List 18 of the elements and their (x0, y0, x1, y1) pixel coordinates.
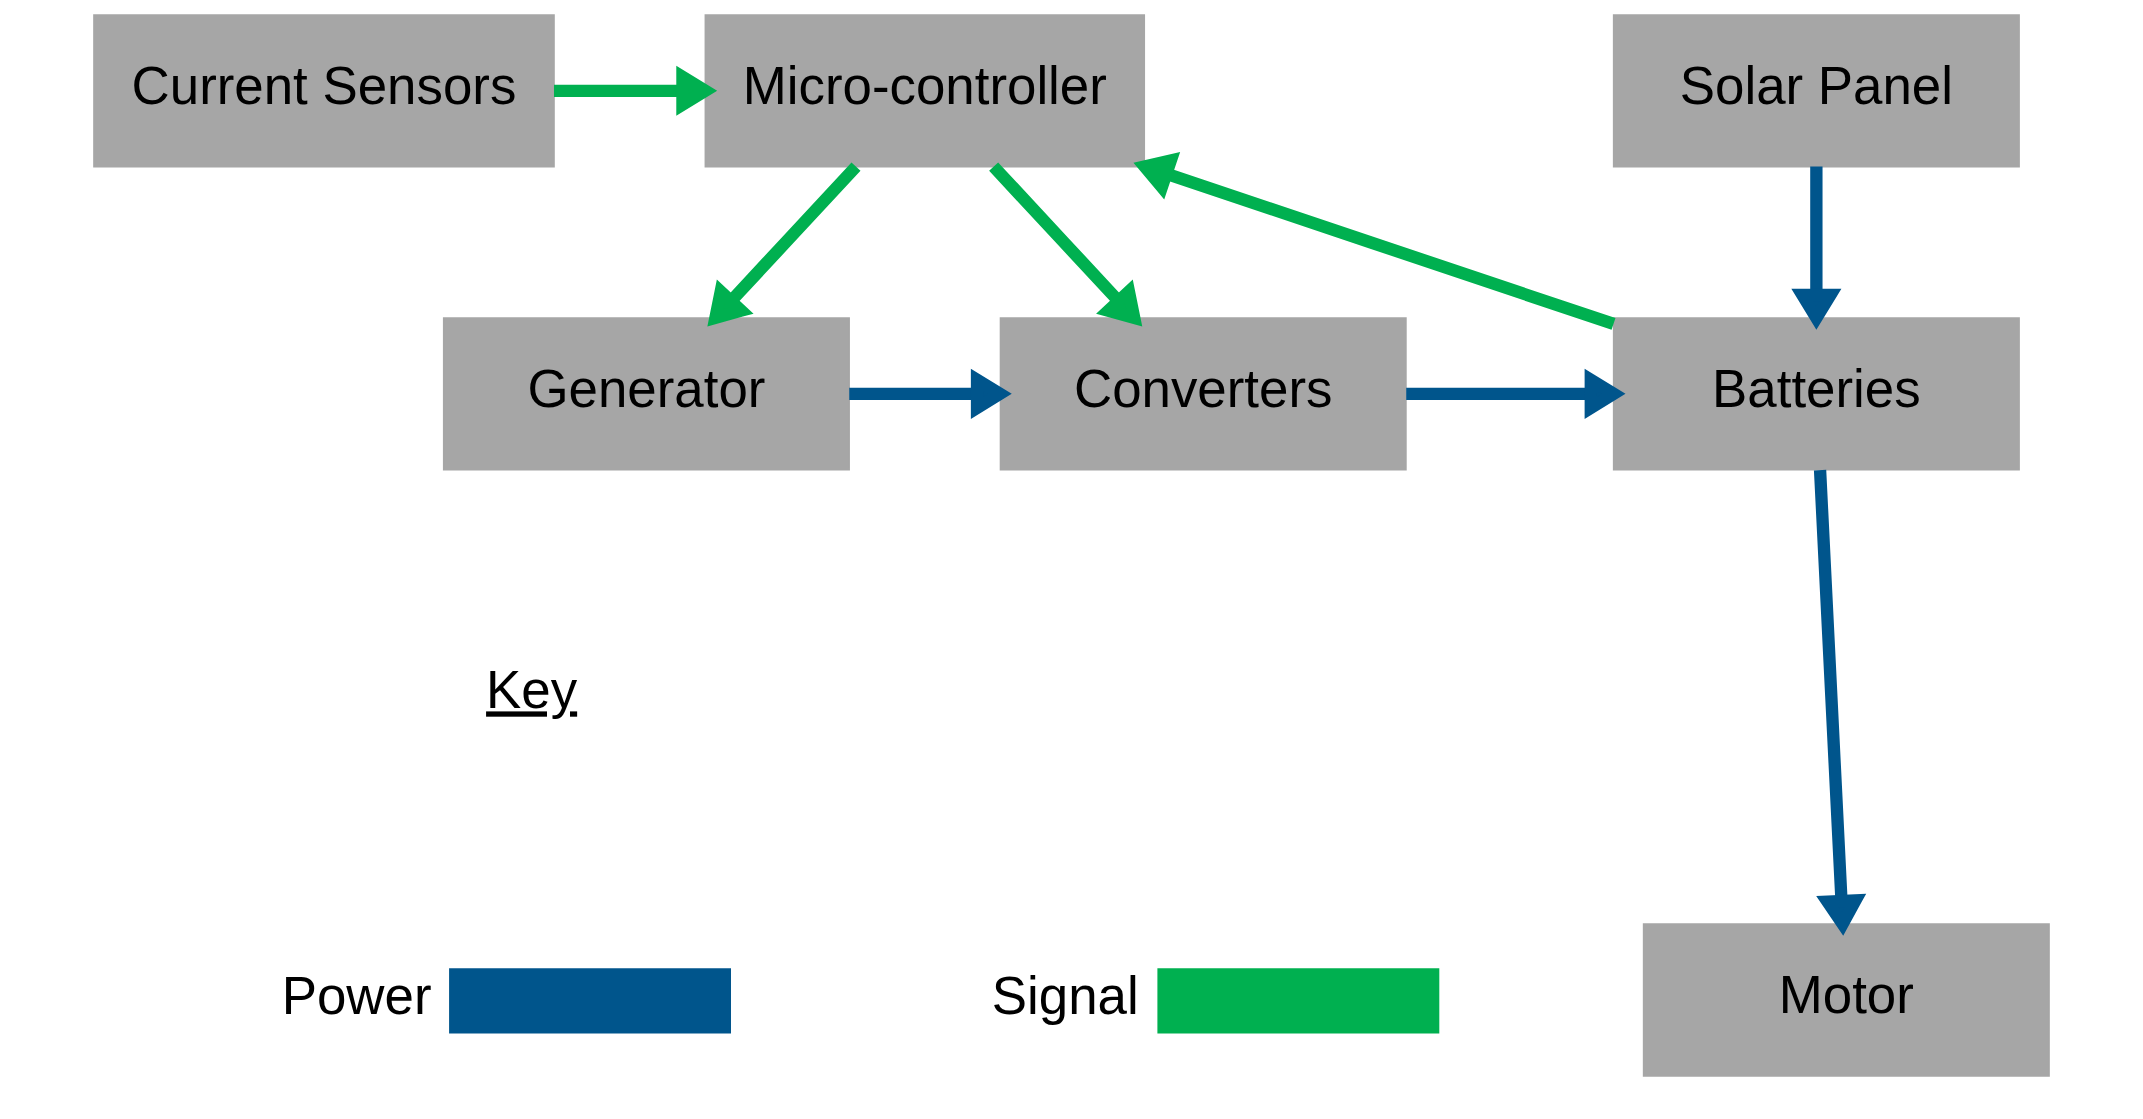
node-box: Solar Panel (1612, 14, 2020, 168)
arrow (1813, 469, 1867, 936)
node-box: Motor (1642, 923, 2050, 1077)
node-box: Micro-controller (704, 14, 1146, 168)
arrow (707, 162, 861, 327)
node-box: Converters (999, 317, 1407, 471)
node-box: Current Sensors (93, 14, 555, 168)
legend-label: Signal (991, 966, 1139, 1026)
node-box: Generator (442, 317, 850, 471)
node-box: Batteries (1612, 317, 2020, 471)
label: Key (486, 660, 578, 720)
legend-label: Power (281, 966, 432, 1026)
arrow (1791, 166, 1842, 330)
arrow (1133, 151, 1616, 330)
arrow (1406, 368, 1626, 419)
arrow (849, 368, 1012, 419)
arrow (989, 162, 1143, 327)
arrow (554, 65, 718, 116)
